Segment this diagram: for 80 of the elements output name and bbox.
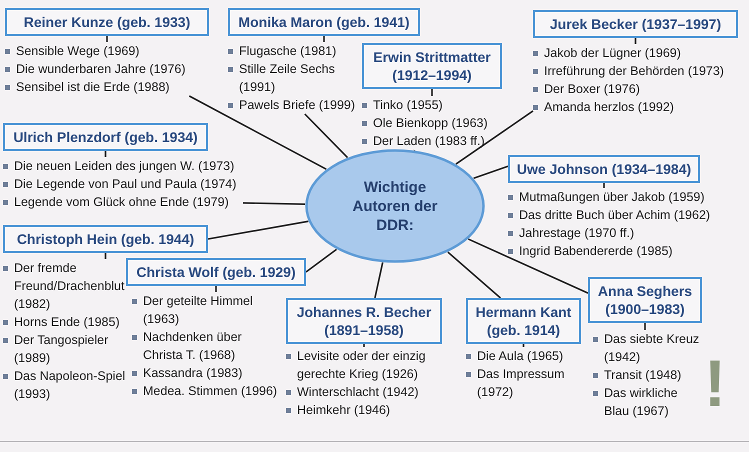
work-title: Ole Bienkopp (1963) — [373, 115, 488, 132]
connector-line — [473, 165, 508, 180]
work-title: Stille Zeile Sechs (1991) — [239, 61, 336, 96]
work-title: Das Impressum (1972) — [477, 366, 566, 401]
connector-line — [447, 252, 502, 299]
work-title: Das siebte Kreuz (1942) — [604, 331, 700, 366]
author-name: Christa Wolf (geb. 1929) — [135, 263, 297, 281]
connector-line — [634, 38, 636, 44]
author-name: Hermann Kant (geb. 1914) — [474, 303, 572, 339]
work-title: Legende vom Glück ohne Ende (1979) — [14, 194, 229, 211]
author-box — [362, 43, 502, 89]
work-title: Horns Ende (1985) — [14, 314, 120, 331]
exclamation-mark: ! — [704, 348, 726, 418]
author-name: Erwin Strittmatter (1912–1994) — [372, 48, 492, 84]
work-title: Die wunderbaren Jahre (1976) — [16, 61, 186, 78]
author-name: Uwe Johnson (1934–1984) — [516, 160, 692, 178]
connector-line — [104, 151, 106, 157]
connector-line — [603, 183, 605, 188]
work-title: Jakob der Lügner (1969) — [544, 45, 681, 62]
work-title: Mutmaßungen über Jakob (1959) — [519, 189, 705, 206]
connector-line — [306, 248, 338, 273]
connector-line — [106, 36, 108, 42]
work-title: Sensible Wege (1969) — [16, 43, 140, 60]
author-name: Johannes R. Becher (1891–1958) — [296, 303, 432, 339]
author-name: Reiner Kunze (geb. 1933) — [22, 13, 192, 31]
author-box — [5, 8, 209, 36]
connector-line — [188, 95, 327, 170]
connector-line — [644, 323, 646, 330]
connector-line — [104, 253, 106, 259]
work-title: Die Aula (1965) — [477, 348, 564, 365]
work-title: Levisite oder der einzig gerechte Krieg (1926) — [297, 348, 427, 383]
connector-line — [363, 344, 365, 347]
connector-line — [242, 202, 306, 205]
author-name: Jurek Becker (1937–1997) — [548, 15, 722, 33]
work-title: Der fremde Freund/Drachenblut (1982) — [14, 260, 126, 313]
work-title: Transit (1948) — [604, 367, 682, 384]
author-box — [3, 123, 208, 151]
work-title: Das dritte Buch über Achim (1962) — [519, 207, 710, 224]
work-title: Kassandra (1983) — [143, 365, 242, 382]
connector-line — [374, 262, 384, 298]
author-box — [466, 298, 581, 344]
work-title: Das wirkliche Blau (1967) — [604, 385, 679, 420]
work-title: Die neuen Leiden des jungen W. (1973) — [14, 158, 234, 175]
work-title: Tinko (1955) — [373, 97, 443, 114]
author-name: Ulrich Plenzdorf (geb. 1934) — [12, 128, 199, 146]
connector-line — [215, 286, 217, 292]
author-name: Christoph Hein (geb. 1944) — [16, 230, 196, 248]
author-box — [533, 10, 738, 38]
center-title: Wichtige Autoren der DDR: — [351, 178, 438, 234]
work-title: Nachdenken über Christa T. (1968) — [143, 329, 243, 364]
author-box — [126, 258, 306, 286]
author-name: Anna Seghers (1900–1983) — [596, 282, 694, 318]
work-title: Amanda herzlos (1992) — [544, 99, 674, 116]
connector-line — [431, 89, 433, 96]
author-box — [508, 155, 700, 183]
work-title: Der Tangospieler (1989) — [14, 332, 110, 367]
work-title: Sensibel ist die Erde (1988) — [16, 79, 170, 96]
work-title: Ingrid Babendererde (1985) — [519, 243, 673, 260]
work-title: Medea. Stimmen (1996) — [143, 383, 278, 400]
work-title: Winterschlacht (1942) — [297, 384, 419, 401]
work-title: Die Legende von Paul und Paula (1974) — [14, 176, 236, 193]
author-box — [3, 225, 208, 253]
work-title: Heimkehr (1946) — [297, 402, 390, 419]
connector-line — [323, 36, 325, 42]
connector-line — [304, 113, 348, 158]
connector-line — [208, 220, 308, 240]
connector-line — [468, 238, 588, 294]
work-title: Flugasche (1981) — [239, 43, 336, 60]
author-box — [286, 298, 442, 344]
connector-line — [522, 344, 524, 347]
connector-line — [455, 110, 534, 165]
work-title: Der Boxer (1976) — [544, 81, 640, 98]
work-title: Jahrestage (1970 ff.) — [519, 225, 634, 242]
work-title: Irreführung der Behörden (1973) — [544, 63, 724, 80]
work-title: Das Napoleon-Spiel (1993) — [14, 368, 126, 403]
work-title: Der geteilte Himmel (1963) — [143, 293, 254, 328]
author-name: Monika Maron (geb. 1941) — [237, 13, 411, 31]
work-title: Pawels Briefe (1999) — [239, 97, 356, 114]
author-box — [228, 8, 420, 36]
author-box — [588, 277, 702, 323]
